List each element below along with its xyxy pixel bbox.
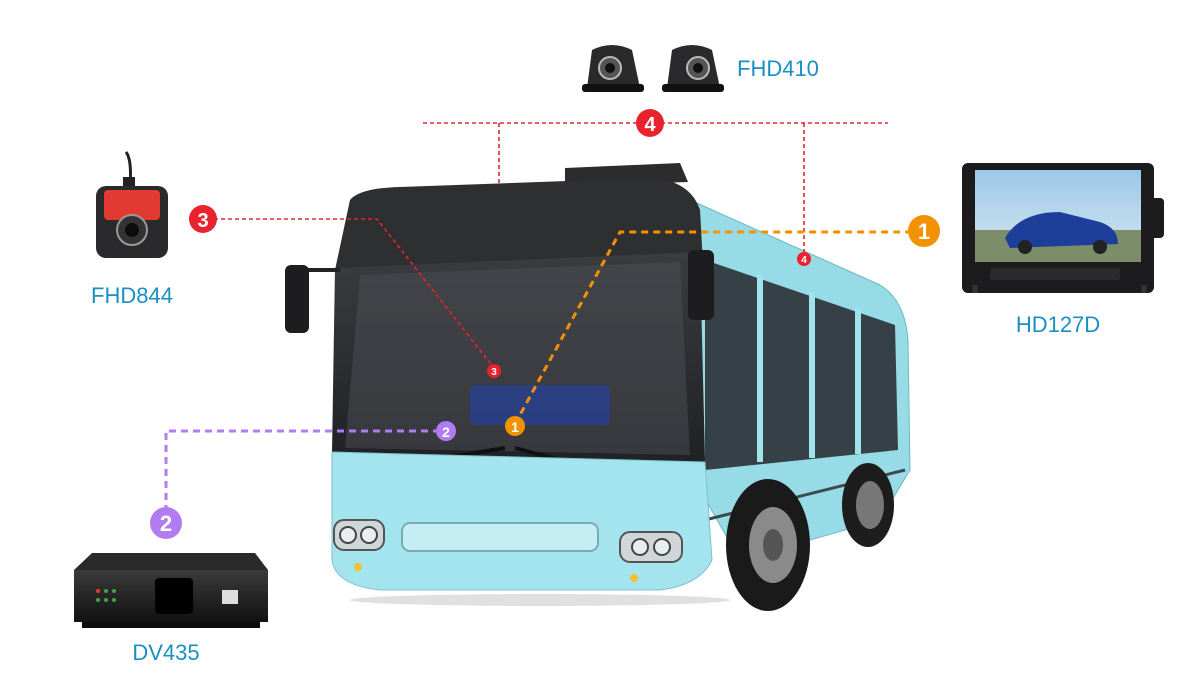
svg-text:2: 2 — [160, 511, 172, 536]
bus-illustration — [285, 163, 911, 611]
badge-3-small: 3 — [487, 364, 501, 378]
fhd410-label: FHD410 — [737, 56, 819, 81]
svg-text:2: 2 — [442, 424, 450, 440]
svg-text:1: 1 — [511, 419, 519, 435]
badge-4-small: 4 — [797, 252, 811, 266]
badge-2-small: 2 — [436, 421, 456, 441]
monitor-icon — [962, 163, 1164, 293]
badge-2-large: 2 — [150, 507, 182, 539]
badge-4-large: 4 — [636, 109, 664, 137]
svg-text:3: 3 — [197, 210, 208, 232]
badge-1-large: 1 — [908, 215, 940, 247]
hd127d-label: HD127D — [1016, 312, 1100, 337]
dv435-label: DV435 — [132, 640, 199, 665]
windshield-camera-icon — [96, 151, 168, 258]
side-mount-camera-icon — [582, 45, 724, 92]
svg-text:3: 3 — [491, 367, 497, 378]
badge-3-large: 3 — [189, 205, 217, 233]
fhd844-label: FHD844 — [91, 283, 173, 308]
svg-text:1: 1 — [918, 219, 930, 244]
svg-text:4: 4 — [801, 255, 807, 266]
mobile-dvr-icon — [74, 553, 268, 628]
badge-1-small: 1 — [505, 416, 525, 436]
svg-text:4: 4 — [644, 114, 656, 136]
